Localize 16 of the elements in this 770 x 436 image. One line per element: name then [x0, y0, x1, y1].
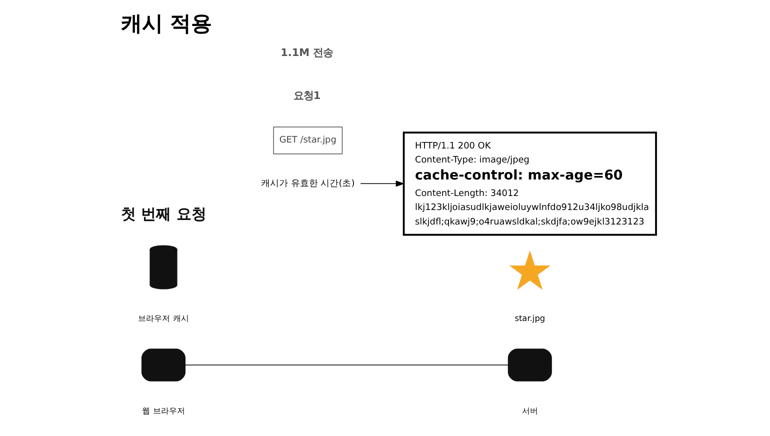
- label: 첫 번째 요청: [120, 204, 206, 223]
- arrow: [360, 180, 404, 187]
- node-box: [507, 348, 552, 382]
- node-label: 서버: [521, 405, 538, 416]
- label: 1.1M 전송: [280, 46, 333, 59]
- diagram-title: 캐시 적용: [120, 11, 212, 36]
- node-label: 브라우저 캐시: [138, 312, 188, 323]
- node-label: 웹 브라우저: [142, 405, 184, 416]
- node-box: GET /star.jpg: [272, 126, 342, 154]
- node-box: [140, 348, 185, 382]
- connector: [184, 364, 508, 366]
- node-box: HTTP/1.1 200 OK Content-Type: image/jpeg cache-control: max-age=60 Content-Length: 34012 lkj123kljoiasudlkjaweioluywlnfdo912u34ljko98udjkla slkjdfl;qkawj9;o4ruawsldkal;skdjfa;ow9ejkl3123123: [402, 132, 656, 236]
- node-label: star.jpg: [514, 312, 545, 323]
- node-star: [508, 250, 550, 290]
- label: 요청1: [292, 90, 320, 102]
- node-text: 캐시가 유효한 시간(초): [260, 178, 354, 189]
